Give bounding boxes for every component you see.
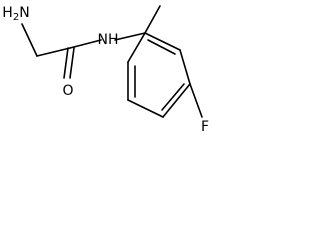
amine-h: H — [2, 5, 13, 21]
ring-bond-left-upper — [127, 32, 146, 63]
ring-double-bond-2 — [161, 83, 185, 111]
bond-carbonyl-o-1 — [63, 47, 69, 79]
ring-bond-right-upper — [179, 49, 191, 85]
bond-carbonyl-o-2 — [69, 47, 75, 79]
amine-subscript: 2 — [13, 12, 19, 23]
amine-label: H2N — [2, 5, 29, 23]
chemical-structure: H2N O NH F — [2, 5, 209, 135]
amide-nh-label: NH — [98, 32, 119, 48]
ring-double-bond-1 — [147, 39, 176, 55]
fluorine-label: F — [201, 119, 209, 135]
bond-ch2-carbonyl — [36, 47, 71, 57]
bond-ring-methyl — [144, 5, 161, 34]
ring-bond-right-lower — [162, 83, 191, 118]
carbonyl-oxygen-label: O — [62, 83, 73, 99]
bond-ring-fluorine — [189, 83, 203, 118]
bond-nh2-ch2 — [21, 23, 38, 57]
ring-bond-top — [144, 32, 181, 51]
bond-carbonyl-nh — [69, 39, 102, 49]
amine-n: N — [19, 5, 29, 21]
bond-nh-ring — [114, 32, 146, 41]
ring-bond-bottom — [127, 99, 164, 118]
